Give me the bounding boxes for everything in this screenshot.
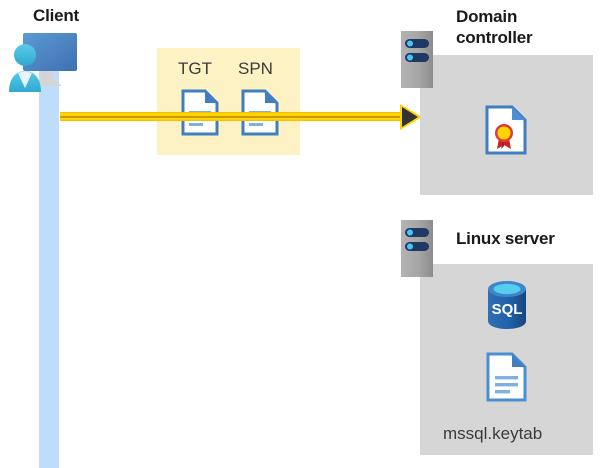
message-arrow-line — [60, 112, 412, 121]
message-arrow-head — [402, 107, 418, 127]
spn-label: SPN — [238, 59, 273, 78]
client-lifeline — [39, 62, 59, 468]
linux-server-icon — [401, 220, 433, 277]
certificate-document-icon — [485, 105, 527, 155]
linux-server-title: Linux server — [456, 229, 555, 248]
client-workstation-icon — [5, 28, 93, 94]
domain-controller-server-icon — [401, 31, 433, 88]
tgt-label: TGT — [178, 59, 212, 78]
domain-controller-title-line1: Domain — [456, 7, 518, 26]
keytab-filename-caption: mssql.keytab — [443, 424, 543, 443]
sql-icon-text: SQL — [492, 301, 523, 318]
client-title: Client — [33, 6, 80, 25]
sql-database-icon: SQL — [484, 280, 530, 330]
domain-controller-title-line2: controller — [456, 28, 533, 47]
keytab-document-icon — [486, 352, 528, 402]
